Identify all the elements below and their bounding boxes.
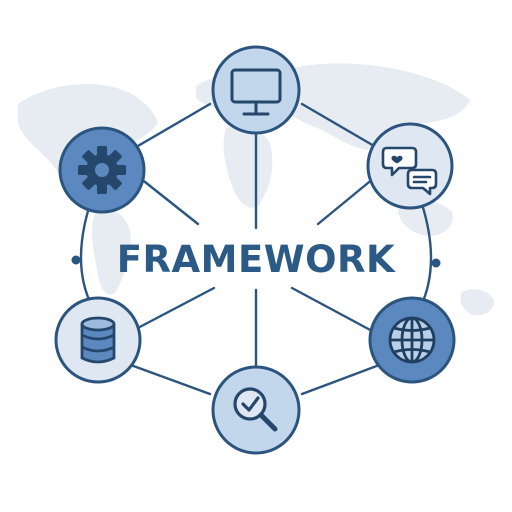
world-map-background	[18, 63, 494, 316]
spoke-upperright	[316, 176, 376, 226]
spoke-lowerright	[290, 286, 376, 334]
globe-icon	[388, 316, 436, 364]
node-top-monitor	[211, 45, 301, 135]
connector-upperleft-lowerleft	[79, 196, 94, 308]
connector-lowerleft-bottom	[126, 362, 212, 396]
connector-top-upperright	[300, 102, 383, 152]
gear-icon	[78, 146, 126, 194]
magnifier-check-icon	[233, 387, 278, 432]
node-lower-left-database	[54, 296, 142, 384]
connector-lowerright-bottom	[300, 362, 384, 396]
junction-dot-left	[71, 255, 81, 265]
junction-dot-right	[431, 258, 441, 268]
spoke-lowerleft	[132, 286, 216, 332]
database-icon	[80, 316, 116, 364]
spoke-upperleft	[138, 176, 200, 226]
connector-upperright-lowerright	[418, 196, 433, 310]
node-bottom-search	[211, 365, 301, 455]
node-lower-right-globe	[368, 296, 456, 384]
monitor-icon	[230, 68, 282, 116]
connector-top-upperleft	[129, 102, 212, 152]
center-spokes	[132, 132, 376, 370]
node-upper-right-chat	[366, 122, 454, 210]
framework-title: FRAMEWORK	[117, 238, 396, 281]
chat-bubbles-icon	[381, 146, 438, 196]
outer-ring-connectors	[79, 102, 433, 396]
node-upper-left-gear	[58, 126, 146, 214]
